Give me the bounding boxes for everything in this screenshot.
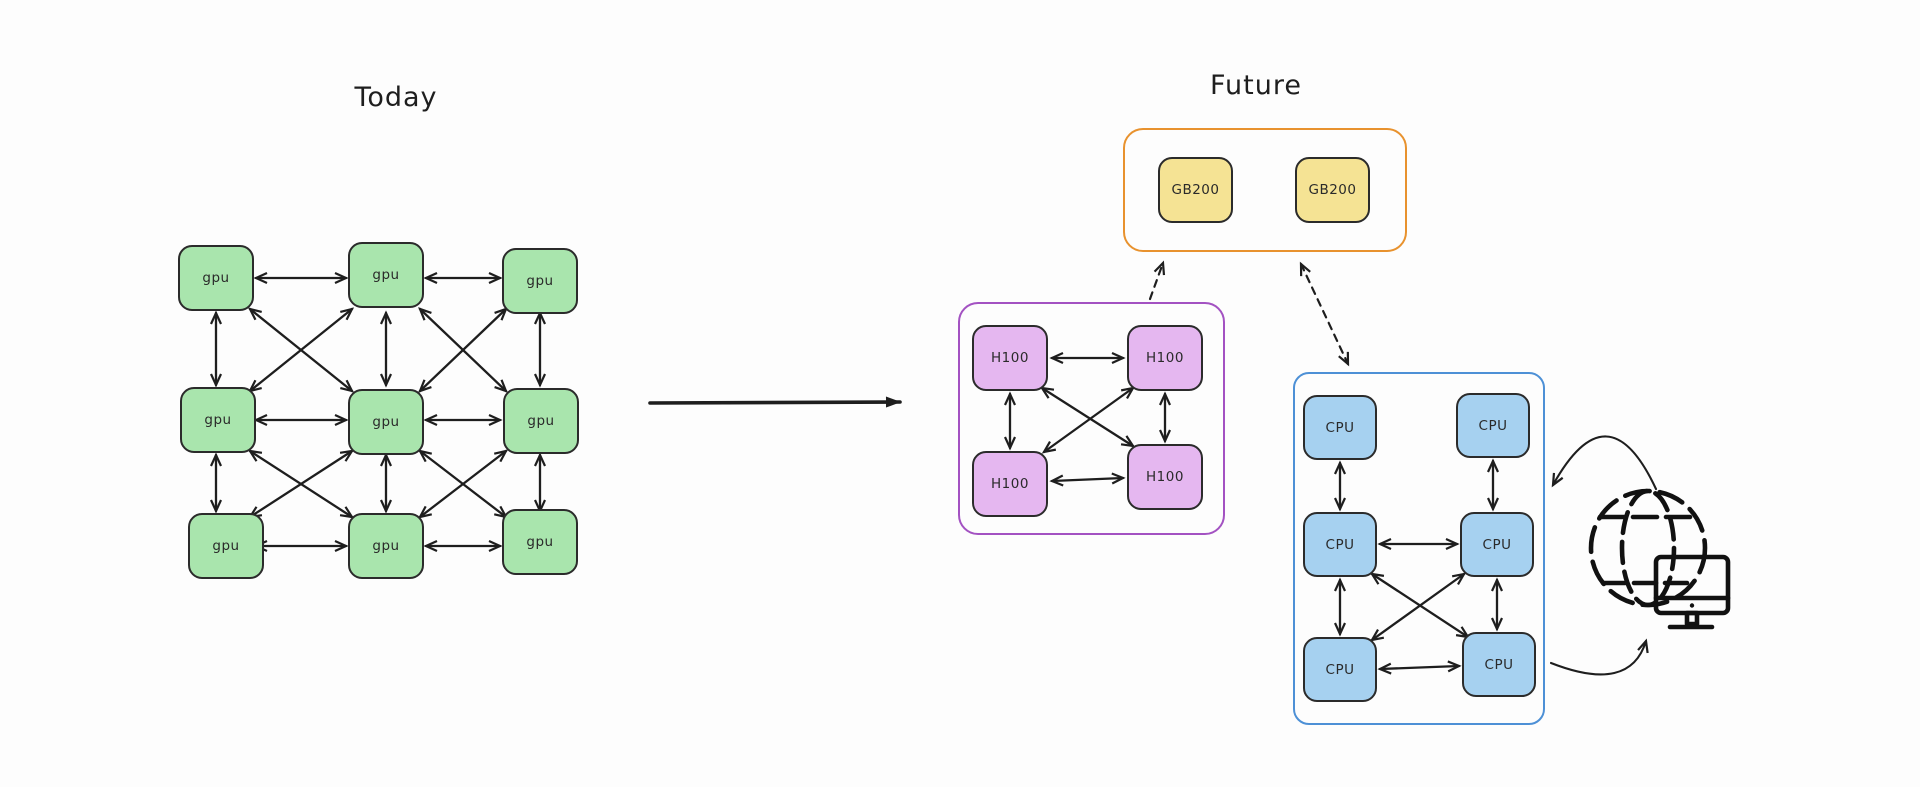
cpu-node: CPU	[1456, 393, 1530, 458]
gpu-node: gpu	[348, 513, 424, 579]
globe-to-cpu-curved-arrow	[1551, 435, 1658, 491]
gb200-to-cpu-dashed-arrow	[1299, 261, 1350, 367]
cpu-to-globe-curved-arrow	[1549, 638, 1649, 676]
h100-cluster-box	[958, 302, 1225, 535]
monitor-icon	[1653, 554, 1731, 630]
gb200-node: GB200	[1158, 157, 1233, 223]
cpu-node: CPU	[1462, 632, 1536, 697]
cpu-node: CPU	[1303, 395, 1377, 460]
gpu-node: gpu	[348, 242, 424, 308]
cpu-node: CPU	[1303, 512, 1377, 577]
gpu-node: gpu	[502, 509, 578, 575]
cpu-node: CPU	[1303, 637, 1377, 702]
globe-icon	[1588, 488, 1708, 608]
gpu-node: gpu	[188, 513, 264, 579]
gb200-node: GB200	[1295, 157, 1370, 223]
h100-node: H100	[1127, 444, 1203, 510]
h100-to-gb200-dashed-arrow	[1148, 260, 1166, 301]
h100-node: H100	[972, 451, 1048, 517]
h100-node: H100	[972, 325, 1048, 391]
gb200-cluster-box	[1123, 128, 1407, 252]
cpu-node: CPU	[1460, 512, 1534, 577]
today-title: Today	[354, 82, 438, 113]
gpu-node: gpu	[180, 387, 256, 453]
h100-node: H100	[1127, 325, 1203, 391]
gpu-node: gpu	[178, 245, 254, 311]
gpu-node: gpu	[503, 388, 579, 454]
gpu-node: gpu	[502, 248, 578, 314]
today-to-future-arrow	[648, 396, 902, 408]
cpu-cluster-box	[1293, 372, 1545, 725]
gpu-node: gpu	[348, 389, 424, 455]
future-title: Future	[1210, 70, 1302, 101]
